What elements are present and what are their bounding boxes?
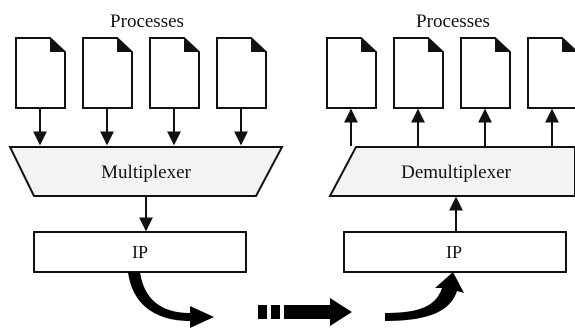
left-processes-heading: Processes (110, 11, 184, 32)
multiplexer-box: Multiplexer (8, 146, 284, 197)
process-document-icon (527, 37, 575, 109)
right-ip-box: IP (343, 231, 567, 273)
process-document-icon (216, 37, 267, 109)
process-document-icon (82, 37, 133, 109)
left-process-documents (15, 37, 267, 109)
multiplexer-label: Multiplexer (101, 162, 191, 183)
incoming-curved-arrow (385, 272, 464, 321)
transmission-arrow (258, 298, 352, 326)
right-process-documents (326, 37, 575, 109)
right-up-arrows (344, 108, 559, 146)
right-processes-heading: Processes (416, 11, 490, 32)
demultiplexer-label: Demultiplexer (401, 162, 511, 183)
process-document-icon (393, 37, 444, 109)
process-document-icon (460, 37, 511, 109)
left-ip-label: IP (132, 242, 148, 262)
outgoing-curved-arrow (128, 272, 214, 328)
process-document-icon (149, 37, 200, 109)
process-document-icon (326, 37, 377, 109)
right-ip-label: IP (446, 242, 462, 262)
left-down-arrows (33, 108, 248, 146)
process-document-icon (15, 37, 66, 109)
left-ip-box: IP (33, 231, 247, 273)
demultiplexer-box: Demultiplexer (328, 146, 575, 197)
